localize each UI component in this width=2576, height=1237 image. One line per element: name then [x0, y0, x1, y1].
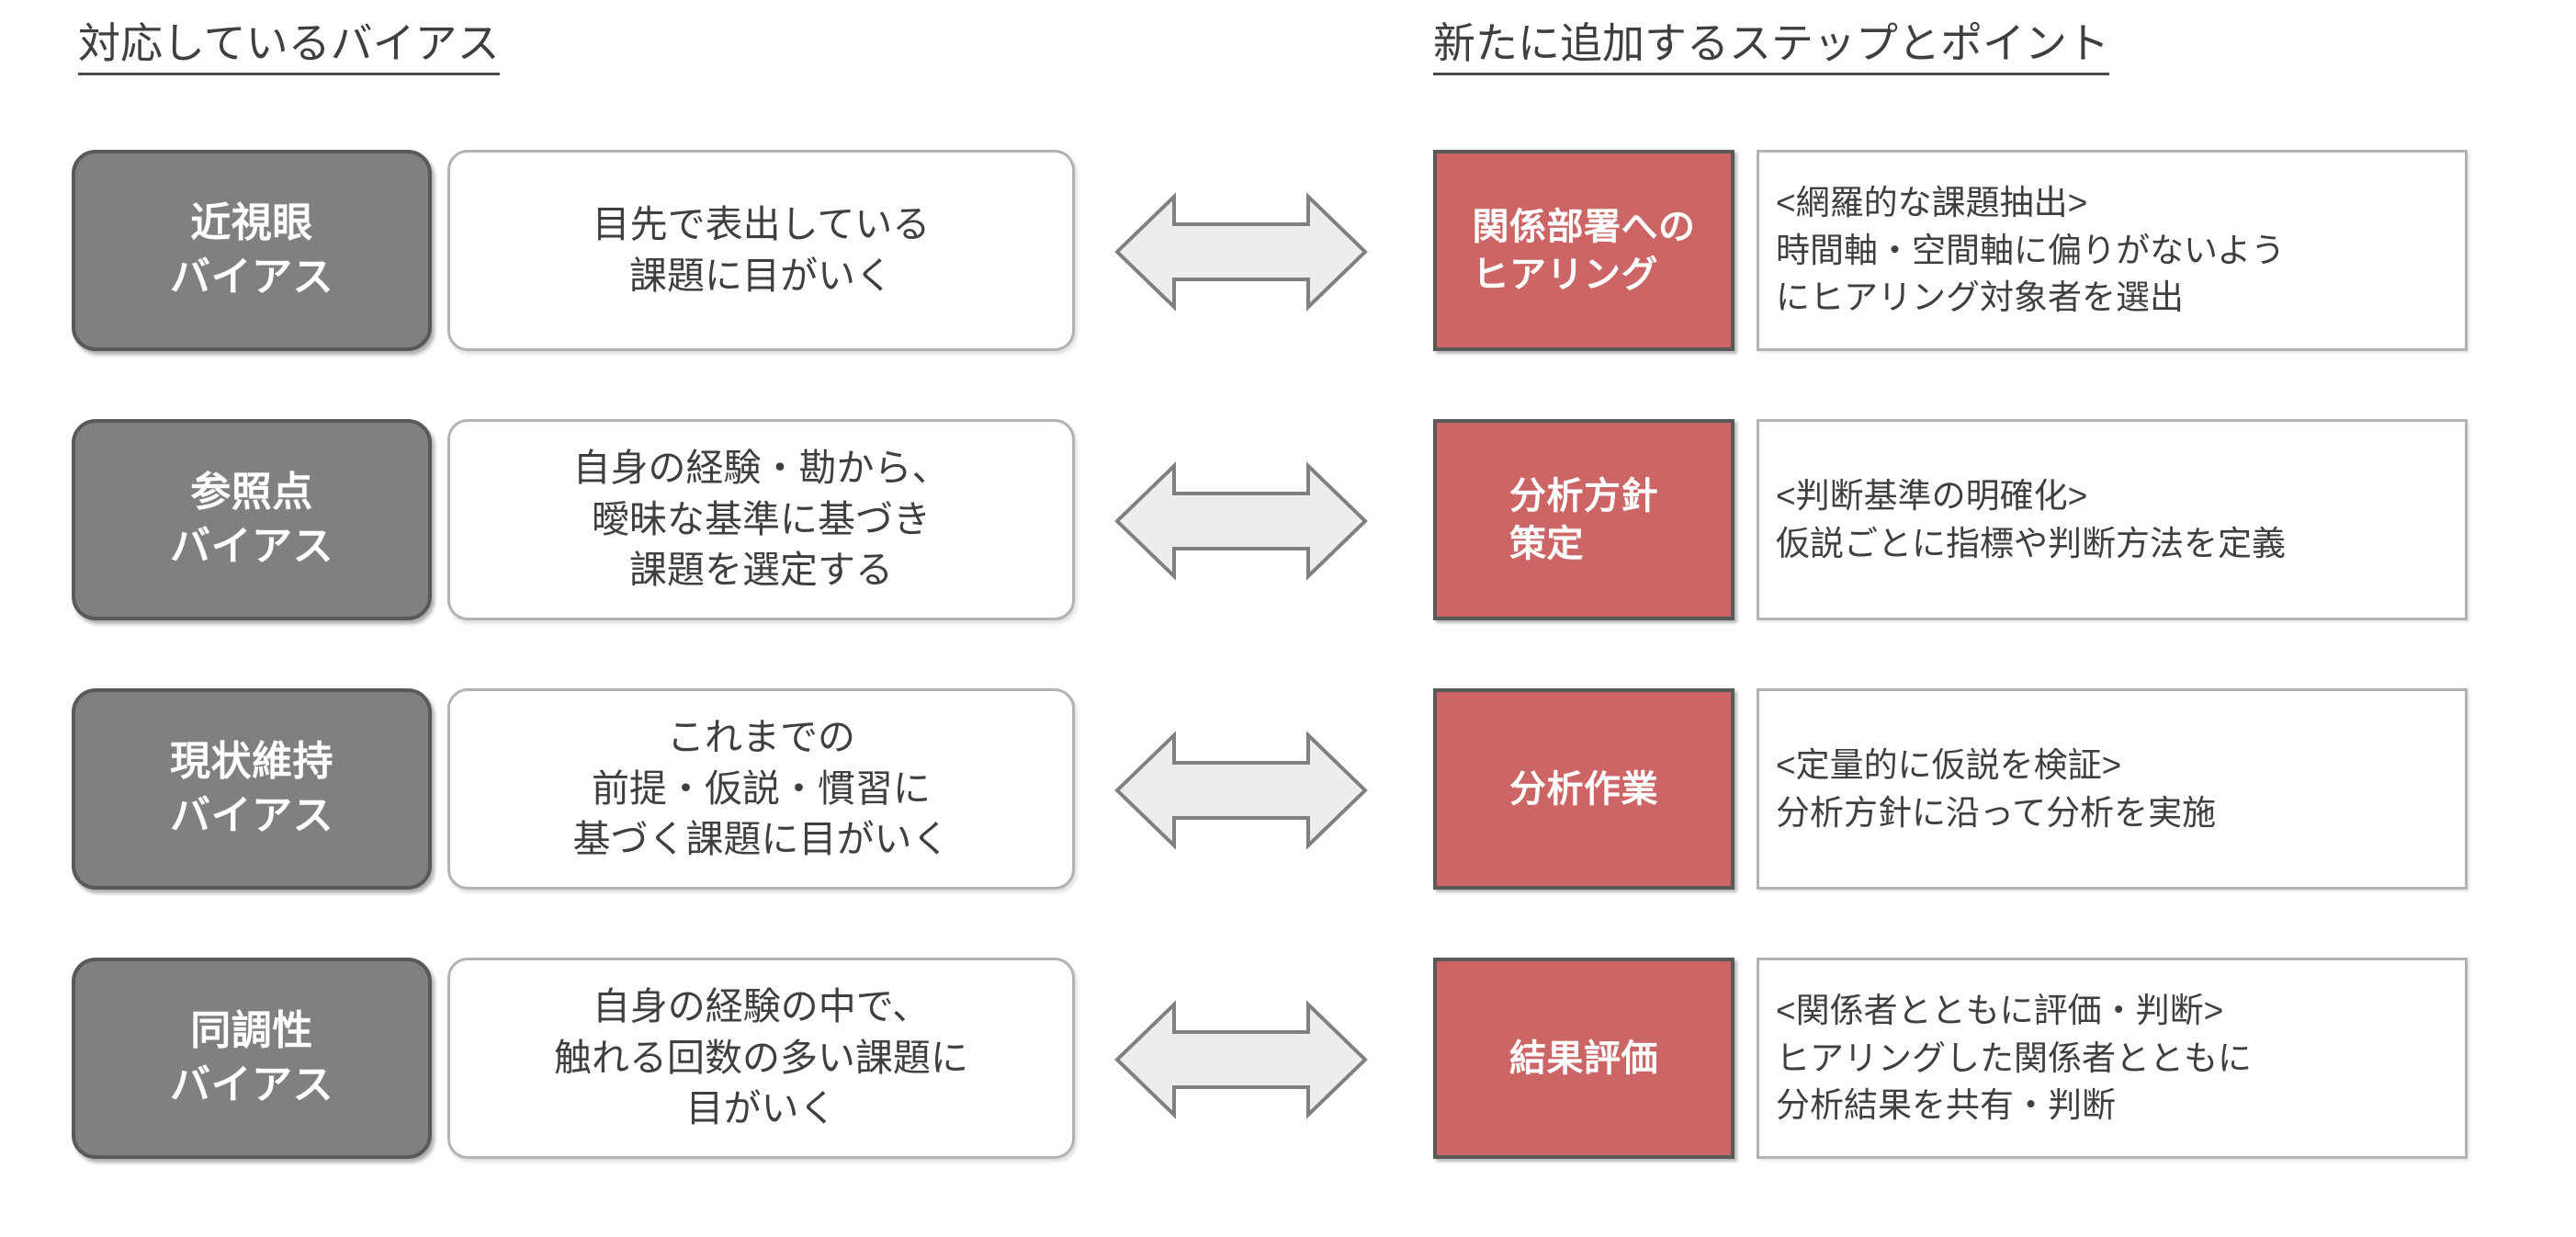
double-arrow-horizontal-icon — [1114, 192, 1368, 312]
bias-description-text: これまでの 前提・仮説・慣習に 基づく課題に目がいく — [572, 715, 950, 861]
step-chip[interactable]: 分析作業 — [1433, 688, 1734, 890]
step-chip-label: 結果評価 — [1509, 1038, 1658, 1079]
step-point-box[interactable]: <定量的に仮説を検証> 分析方針に沿って分析を実施 — [1757, 688, 2468, 890]
double-arrow-horizontal-icon — [1114, 461, 1368, 581]
bias-description-text: 目先で表出している 課題に目がいく — [592, 202, 931, 297]
bias-chip[interactable]: 参照点 バイアス — [72, 419, 432, 620]
double-arrow-horizontal-icon — [1114, 1000, 1368, 1119]
column-header-bias: 対応しているバイアス — [78, 20, 500, 75]
bias-description-box[interactable]: 自身の経験の中で、 触れる回数の多い課題に 目がいく — [447, 958, 1075, 1159]
step-point-text: <判断基準の明確化> 仮説ごとに指標や判断方法を定義 — [1776, 476, 2286, 562]
step-point-text: <網羅的な課題抽出> 時間軸・空間軸に偏りがないよう にヒアリング対象者を選出 — [1776, 183, 2286, 317]
mapping-row: 現状維持 バイアス これまでの 前提・仮説・慣習に 基づく課題に目がいく 分析作… — [0, 688, 2576, 890]
bias-chip-label: 近視眼 バイアス — [170, 199, 333, 300]
step-point-box[interactable]: <関係者とともに評価・判断> ヒアリングした関係者とともに 分析結果を共有・判断 — [1757, 958, 2468, 1159]
bias-chip[interactable]: 同調性 バイアス — [72, 958, 432, 1159]
step-point-text: <関係者とともに評価・判断> ヒアリングした関係者とともに 分析結果を共有・判断 — [1776, 991, 2252, 1125]
mapping-row: 参照点 バイアス 自身の経験・勘から、 曖昧な基準に基づき 課題を選定する 分析… — [0, 419, 2576, 620]
double-arrow-horizontal-icon — [1114, 731, 1368, 850]
bias-description-text: 自身の経験・勘から、 曖昧な基準に基づき 課題を選定する — [572, 446, 950, 592]
bias-chip[interactable]: 現状維持 バイアス — [72, 688, 432, 890]
step-chip[interactable]: 関係部署への ヒアリング — [1433, 150, 1734, 351]
bias-chip-label: 現状維持 バイアス — [170, 738, 333, 838]
step-chip[interactable]: 分析方針 策定 — [1433, 419, 1734, 620]
step-chip-label: 分析作業 — [1509, 768, 1658, 810]
bias-chip-label: 同調性 バイアス — [170, 1007, 333, 1107]
bias-description-text: 自身の経験の中で、 触れる回数の多い課題に 目がいく — [554, 984, 968, 1130]
step-chip-label: 分析方針 策定 — [1509, 475, 1658, 564]
bias-description-box[interactable]: 自身の経験・勘から、 曖昧な基準に基づき 課題を選定する — [447, 419, 1075, 620]
bias-chip[interactable]: 近視眼 バイアス — [72, 150, 432, 351]
step-point-box[interactable]: <網羅的な課題抽出> 時間軸・空間軸に偏りがないよう にヒアリング対象者を選出 — [1757, 150, 2468, 351]
step-point-box[interactable]: <判断基準の明確化> 仮説ごとに指標や判断方法を定義 — [1757, 419, 2468, 620]
step-chip-label: 関係部署への ヒアリング — [1472, 206, 1696, 295]
bias-description-box[interactable]: 目先で表出している 課題に目がいく — [447, 150, 1075, 351]
bias-description-box[interactable]: これまでの 前提・仮説・慣習に 基づく課題に目がいく — [447, 688, 1075, 890]
mapping-row: 近視眼 バイアス 目先で表出している 課題に目がいく 関係部署への ヒアリング … — [0, 150, 2576, 351]
mapping-row: 同調性 バイアス 自身の経験の中で、 触れる回数の多い課題に 目がいく 結果評価… — [0, 958, 2576, 1159]
step-chip[interactable]: 結果評価 — [1433, 958, 1734, 1159]
step-point-text: <定量的に仮説を検証> 分析方針に沿って分析を実施 — [1776, 745, 2217, 832]
bias-chip-label: 参照点 バイアス — [170, 469, 333, 569]
column-header-steps: 新たに追加するステップとポイント — [1433, 20, 2109, 75]
